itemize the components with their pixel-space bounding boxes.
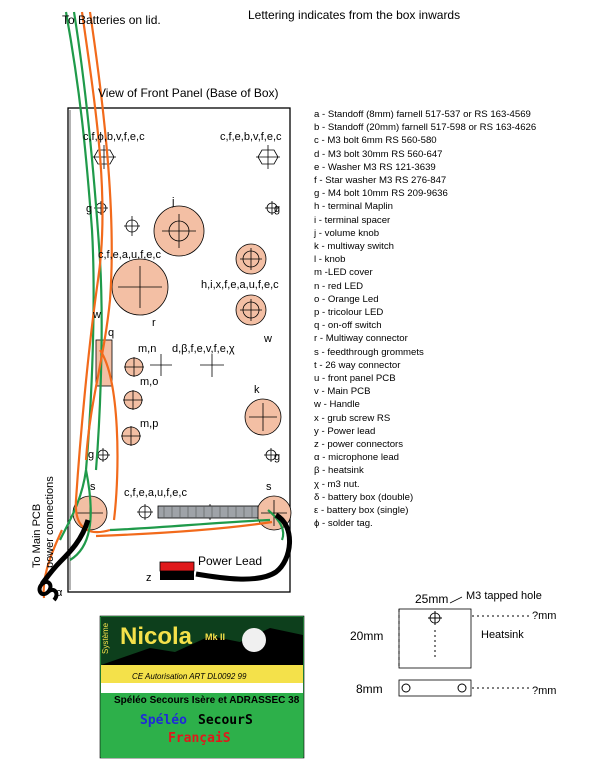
- heatsink-hole: M3 tapped hole: [466, 590, 542, 602]
- legend-item: i - terminal spacer: [314, 214, 391, 226]
- label-main-pcb-2: power connections: [44, 476, 56, 568]
- legend-item: a - Standoff (8mm) farnell 517-537 or RS…: [314, 109, 531, 120]
- heatsink-thickness: 8mm: [356, 682, 383, 696]
- label-knob: c,f,e,a,u,f,e,c: [98, 249, 161, 261]
- logo-mark: Mk II: [205, 632, 225, 642]
- view-title: View of Front Panel (Base of Box): [98, 86, 279, 100]
- power-connector-black: [160, 571, 194, 580]
- heatsink-width: 25mm: [415, 592, 448, 606]
- label-g-bl: g: [88, 449, 94, 461]
- legend-item: r - Multiway connector: [314, 333, 408, 345]
- legend-item: l - knob: [314, 254, 346, 266]
- label-w-right: w: [263, 333, 272, 345]
- label-top-left: c,f,ϕ,b,v,f,e,c: [83, 131, 145, 143]
- legend-item: s - feedthrough grommets: [314, 346, 424, 358]
- label-k: k: [254, 384, 260, 396]
- legend-item: g - M4 bolt 10mm RS 209-9636: [314, 188, 448, 200]
- label-z: z: [146, 572, 152, 584]
- legend-item: w - Handle: [314, 399, 360, 411]
- label-q: q: [108, 327, 114, 339]
- legend-item: h - terminal Maplin: [314, 201, 393, 213]
- legend-item: m -LED cover: [314, 267, 373, 279]
- heatsink-drawing: [398, 596, 530, 697]
- label-w-left: w: [92, 309, 101, 321]
- power-connector-red: [159, 561, 195, 572]
- label-top-right: c,f,e,b,v,f,e,c: [220, 131, 282, 143]
- legend-item: x - grub screw RS: [314, 412, 391, 424]
- legend-item: y - Power lead: [314, 425, 376, 437]
- legend-item: t - 26 way connector: [314, 359, 401, 371]
- label-mn: m,n: [138, 343, 156, 355]
- nicola-logo: Système Nicola Mk II CE Autorisation ART…: [99, 615, 305, 759]
- label-s-left: s: [90, 481, 96, 493]
- heatsink-unknown2: ?mm: [532, 685, 556, 697]
- legend-item: β - heatsink: [314, 465, 364, 477]
- heatsink-height: 20mm: [350, 629, 383, 643]
- batteries-note: To Batteries on lid.: [62, 13, 161, 27]
- 26-way-connector-t: [157, 505, 259, 519]
- legend-item: f - Star washer M3 RS 276-847: [314, 175, 447, 187]
- legend-item: d - M3 bolt 30mm RS 560-647: [314, 148, 443, 160]
- label-alpha: α: [56, 587, 63, 599]
- logo-approval: CE Autorisation ART DL0092 99: [132, 672, 247, 681]
- label-g-tl: g: [86, 203, 92, 215]
- legend-item: u - front panel PCB: [314, 373, 396, 385]
- heatsink-unknown1: ?mm: [532, 610, 556, 622]
- legend-item: b - Standoff (20mm) farnell 517-598 or R…: [314, 122, 537, 134]
- parts-legend: a - Standoff (8mm) farnell 517-537 or RS…: [314, 108, 606, 531]
- label-g-br: g: [274, 451, 280, 463]
- lettering-note: Lettering indicates from the box inwards: [248, 8, 461, 22]
- logo-line1: Spéléo Secours Isère et ADRASSEC 38: [114, 695, 300, 706]
- microphone-lead-coil: [37, 579, 59, 602]
- label-r: r: [152, 317, 156, 329]
- legend-item: n - red LED: [314, 280, 364, 292]
- legend-item: ϕ - solder tag.: [314, 518, 373, 530]
- heatsink-label: Heatsink: [481, 629, 524, 641]
- logo-system: Système: [101, 622, 110, 654]
- legend-item: χ - m3 nut.: [314, 478, 360, 490]
- front-panel-outline: [67, 107, 291, 593]
- legend-item: c - M3 bolt 6mm RS 560-580: [314, 135, 437, 147]
- logo-line3: FrançaiS: [168, 731, 231, 746]
- label-power-lead: Power Lead: [198, 554, 262, 568]
- label-j: j: [171, 196, 174, 208]
- wires: [42, 11, 285, 599]
- legend-item: k - multiway switch: [314, 241, 394, 253]
- label-mp: m,p: [140, 418, 158, 430]
- legend-item: δ - battery box (double): [314, 491, 414, 503]
- legend-item: q - on-off switch: [314, 320, 382, 332]
- label-heatsink-group: d,β,f,e,v,f,e,χ: [172, 343, 235, 355]
- legend-item: o - Orange Led: [314, 293, 379, 305]
- legend-item: v - Main PCB: [314, 386, 371, 398]
- label-bottom-group: c,f,e,a,u,f,e,c: [124, 487, 187, 499]
- label-g-tr: g: [274, 203, 280, 215]
- legend-item: j - volume knob: [314, 227, 380, 239]
- label-h-group: h,i,x,f,e,a,u,f,e,c: [201, 279, 279, 291]
- legend-item: α - microphone lead: [314, 452, 400, 464]
- logo-name: Nicola: [120, 623, 193, 650]
- legend-item: e - Washer M3 RS 121-3639: [314, 161, 436, 173]
- legend-item: p - tricolour LED: [314, 307, 384, 319]
- logo-line2a: Spéléo: [140, 713, 187, 728]
- logo-line2b: SecourS: [198, 713, 253, 728]
- label-mo: m,o: [140, 376, 158, 388]
- label-main-pcb-1: To Main PCB: [31, 504, 43, 568]
- legend-item: z - power connectors: [314, 439, 404, 451]
- label-s-right: s: [266, 481, 272, 493]
- legend-item: ε - battery box (single): [314, 505, 409, 517]
